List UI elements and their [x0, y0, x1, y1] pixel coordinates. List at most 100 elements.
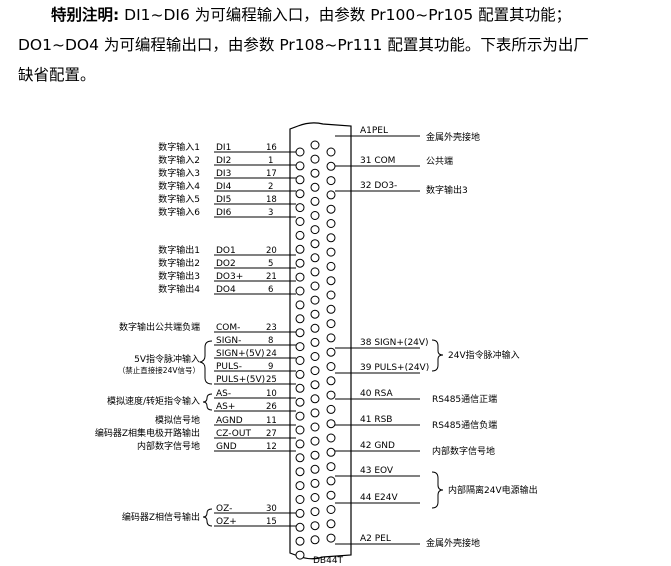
connector-pin-hole — [295, 536, 305, 546]
left-pin-wires — [214, 151, 296, 527]
brace-pulse24v — [431, 339, 444, 372]
connector-pin-hole — [326, 462, 336, 472]
connector-pin-hole — [295, 356, 305, 365]
right-pin-signal: 43 EOV — [360, 466, 394, 476]
left-pin-number: 23 — [266, 323, 277, 333]
left-pin-signal: DO3+ — [216, 272, 243, 282]
left-pin-signal: DI3 — [216, 169, 231, 179]
left-pin-signal: DI2 — [216, 156, 231, 166]
connector-pin-hole — [295, 175, 305, 185]
right-pin-signal: A1PEL — [360, 126, 388, 136]
connector-pin-hole — [295, 481, 305, 491]
left-pin-signal: DI6 — [216, 208, 232, 218]
connector-pin-hole — [326, 190, 336, 200]
right-pin-desc: RS485通信负端 — [432, 419, 497, 431]
connector-pin-hole — [326, 261, 336, 271]
connector-pin-hole — [295, 495, 305, 504]
connector-pin-hole — [326, 276, 336, 286]
left-pin-desc: 数字输入1 — [158, 141, 200, 153]
left-pin-signal: AS- — [216, 389, 231, 399]
connector-pin-hole — [326, 433, 336, 443]
connector-pin-hole — [326, 362, 336, 371]
left-pin-signal: GND — [216, 442, 237, 452]
connector-pin-hole — [295, 425, 305, 435]
connector-pin-hole — [295, 203, 305, 213]
right-pin-signal: 40 RSA — [360, 389, 393, 399]
connector-holes — [295, 140, 336, 560]
left-pin-signal: COM- — [216, 323, 240, 333]
connector-pin-hole — [326, 419, 336, 429]
right-pin-signal: 41 RSB — [360, 415, 392, 425]
brace-encoder-z — [202, 508, 213, 527]
connector-pin-hole — [310, 323, 320, 333]
connector-pin-hole — [295, 189, 305, 199]
left-pin-number: 12 — [266, 442, 277, 452]
left-pin-signal: CZ-OUT — [216, 429, 251, 439]
connector-pin-hole — [295, 439, 305, 449]
left-pin-desc: 数字输出4 — [158, 283, 200, 295]
connector-pin-hole — [326, 219, 336, 228]
left-pin-signal: OZ+ — [216, 517, 237, 527]
connector-pin-hole — [310, 380, 320, 390]
connector-pin-hole — [295, 550, 305, 560]
left-pin-signal: DI5 — [216, 195, 231, 205]
connector-pin-hole — [295, 453, 305, 463]
group-label-encoder-z: 编码器Z相信号输出 — [122, 511, 200, 523]
right-pin-desc: 金属外壳接地 — [426, 131, 480, 143]
left-pin-list: 数字输入1 DI1 16 数字输入2 DI2 1 数字输入3 DI3 17 数字… — [95, 141, 277, 527]
right-pin-desc: 公共端 — [426, 155, 453, 167]
connector-pin-hole — [326, 204, 336, 214]
right-pin-signal: 42 GND — [360, 441, 395, 451]
left-pin-desc: 数字输出3 — [158, 270, 200, 282]
right-pin-signal: 39 PULS+(24V) — [360, 363, 429, 373]
connector-pin-hole — [310, 352, 320, 361]
left-pin-number: 17 — [266, 169, 277, 179]
connector-pin-hole — [326, 147, 336, 157]
left-pin-signal: DO1 — [216, 246, 236, 256]
connector-pin-hole — [310, 239, 320, 249]
left-pin-number: 8 — [268, 336, 273, 346]
connector-pin-hole — [310, 281, 320, 291]
left-pin-desc: 数字输入6 — [158, 206, 200, 218]
left-pin-number: 21 — [266, 272, 277, 282]
connector-pin-hole — [310, 366, 320, 376]
connector-pin-hole — [310, 436, 320, 446]
connector-pin-hole — [295, 522, 305, 532]
left-pin-desc: 模拟信号地 — [155, 414, 200, 426]
connector-pin-hole — [295, 258, 305, 268]
left-pin-signal: OZ- — [216, 504, 232, 514]
right-pin-signal: A2 PEL — [360, 534, 391, 544]
connector-pin-hole — [326, 476, 336, 486]
connector-pin-hole — [310, 182, 320, 192]
note-line-3: 缺省配置。 — [18, 66, 96, 84]
left-pin-number: 27 — [266, 429, 277, 439]
right-pin-signal: 32 DO3- — [360, 181, 397, 191]
connector-pin-hole — [295, 230, 305, 240]
note-line-2: DO1~DO4 为可编程输出口，由参数 Pr108~Pr111 配置其功能。下表… — [18, 36, 589, 54]
connector-model-label: DB44T — [313, 556, 344, 566]
left-pin-signal: SIGN- — [216, 336, 241, 346]
connector-pin-hole — [310, 295, 320, 305]
connector-pin-hole — [310, 478, 320, 488]
left-pin-desc: 编码器Z相集电极开路输出 — [95, 427, 200, 439]
connector-body — [289, 122, 352, 560]
left-pin-signal: DI4 — [216, 182, 232, 192]
connector-pin-hole — [295, 328, 305, 338]
connector-pin-hole — [326, 176, 336, 186]
connector-pin-hole — [326, 447, 336, 457]
group-label-pulse5v-note: （禁止直接接24V信号） — [118, 365, 200, 375]
right-pin-desc: 金属外壳接地 — [426, 537, 480, 549]
connector-pin-hole — [310, 225, 320, 235]
group-label-analog: 模拟速度/转矩指令输入 — [107, 395, 200, 407]
connector-pin-hole — [310, 196, 320, 206]
left-pin-signal: DI1 — [216, 143, 231, 153]
connector-pin-hole — [310, 450, 320, 460]
group-label-pulse5v: 5V指令脉冲输入 — [134, 353, 200, 365]
connector-pin-hole — [295, 342, 305, 352]
left-pin-desc: 数字输出2 — [158, 257, 200, 269]
right-pin-signal: 31 COM — [360, 156, 395, 166]
connector-pin-hole — [310, 521, 320, 531]
left-pin-desc: 数字输入5 — [158, 193, 200, 205]
left-pin-number: 16 — [266, 143, 277, 153]
